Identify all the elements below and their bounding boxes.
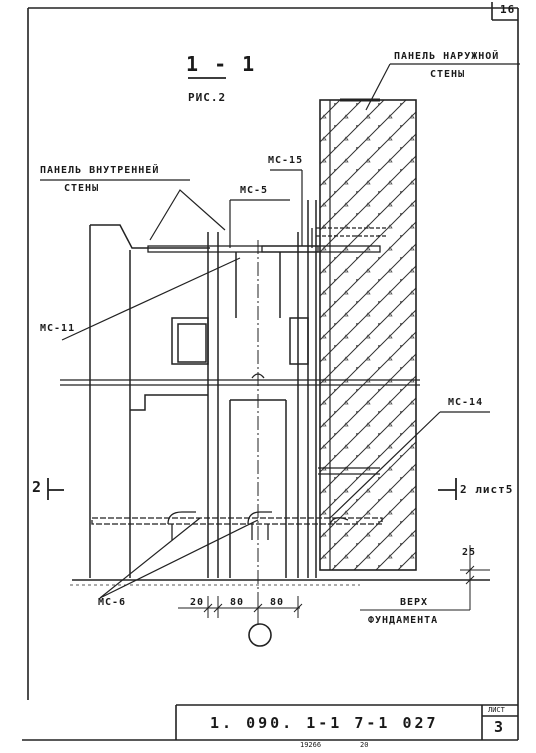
document-code: 1. 090. 1-1 7-1 027 <box>210 714 439 732</box>
inner-wall-panel <box>89 200 317 578</box>
foundation-label-line2: ФУНДАМЕНТА <box>368 615 439 626</box>
foundation-label-line1: ВЕРХ <box>400 597 429 608</box>
section-markers <box>47 478 457 500</box>
axis-marker-circle <box>248 623 272 647</box>
inner-panel-label-line1: ПАНЕЛЬ ВНУТРЕННЕЙ <box>40 165 160 176</box>
inner-panel-label-line2: СТЕНЫ <box>64 183 100 194</box>
part-label-ms6: МС-6 <box>98 597 127 608</box>
outer-wall-panel <box>319 98 417 571</box>
sheet-label: ЛИСТ <box>488 706 505 714</box>
footer-number-b: 20 <box>360 741 369 749</box>
part-label-ms11: МС-11 <box>40 323 76 334</box>
figure-label: РИС.2 <box>188 91 227 104</box>
outer-panel-label-line2: СТЕНЫ <box>430 69 466 80</box>
dimension-80-b: 80 <box>270 597 285 608</box>
dimension-20: 20 <box>190 597 205 608</box>
title-block <box>175 704 518 740</box>
page-corner-number: 16 <box>500 3 516 16</box>
part-label-ms14: МС-14 <box>448 397 484 408</box>
part-label-ms15: МС-15 <box>268 155 304 166</box>
outer-panel-label-line1: ПАНЕЛЬ НАРУЖНОЙ <box>394 51 500 62</box>
sheet-frame <box>22 2 519 741</box>
section-marker-left: 2 <box>32 478 45 496</box>
foundation-line <box>70 579 490 586</box>
dimension-lines <box>178 545 490 618</box>
leader-lines <box>40 63 520 599</box>
dimension-80-a: 80 <box>230 597 245 608</box>
sheet-number: 3 <box>494 718 507 736</box>
section-title: 1 - 1 <box>186 52 257 76</box>
section-marker-right: 2 лист5 <box>460 483 514 496</box>
part-label-ms5: МС-5 <box>240 185 269 196</box>
tie-bars <box>60 227 420 540</box>
dimension-25: 25 <box>462 547 477 558</box>
footer-number-a: 19266 <box>300 741 322 749</box>
